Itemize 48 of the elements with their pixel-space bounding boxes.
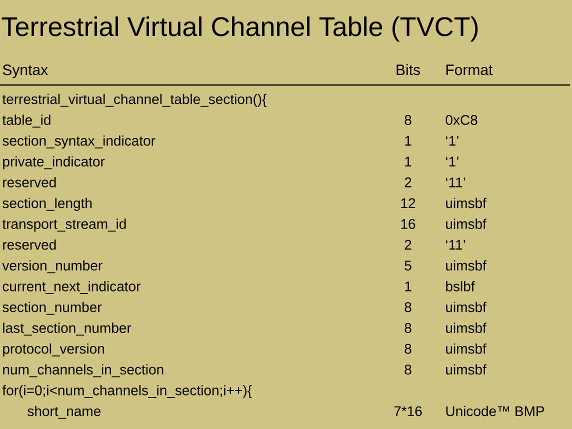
syntax-text: section_length bbox=[2, 198, 92, 211]
title: Terrestrial Virtual Channel Table (TVCT) bbox=[2, 16, 478, 42]
format-value: uimsbf bbox=[446, 322, 486, 333]
bits-value: 8 bbox=[404, 115, 412, 125]
syntax-text: terrestrial_virtual_channel_table_section(){ bbox=[2, 94, 266, 107]
bits-value: 8 bbox=[404, 302, 412, 312]
bits-value: 12 bbox=[401, 198, 416, 208]
bits-value: 1 bbox=[405, 136, 412, 146]
format-value: uimsbf bbox=[446, 364, 486, 375]
column-header: Syntax bbox=[2, 64, 48, 78]
format-value: ‘1’ bbox=[446, 156, 458, 166]
bits-value: 5 bbox=[404, 260, 412, 271]
format-value: 0xC8 bbox=[446, 115, 478, 125]
format-value: bslbf bbox=[446, 281, 475, 292]
syntax-text: short_name bbox=[28, 406, 100, 419]
format-value: ‘11’ bbox=[446, 178, 466, 188]
bits-value: 2 bbox=[404, 177, 412, 188]
syntax-text: reserved bbox=[3, 239, 56, 250]
syntax-text: table_id bbox=[2, 114, 50, 128]
syntax-text: protocol_version bbox=[3, 343, 104, 356]
bits-value: 1 bbox=[405, 282, 412, 292]
bits-value: 8 bbox=[404, 323, 412, 333]
format-value: uimsbf bbox=[446, 218, 486, 229]
syntax-text: section_number bbox=[2, 302, 102, 315]
bits-value: 1 bbox=[405, 156, 412, 166]
format-value: uimsbf bbox=[446, 302, 486, 312]
format-value: ‘11’ bbox=[446, 240, 466, 250]
format-value: Unicode™ BMP bbox=[446, 406, 544, 416]
syntax-text: last_section_number bbox=[3, 322, 132, 336]
syntax-text: current_next_indicator bbox=[2, 281, 140, 294]
column-header: Format bbox=[446, 64, 493, 76]
column-header: Bits bbox=[396, 64, 420, 76]
bits-value: 8 bbox=[404, 344, 412, 354]
bits-value: 16 bbox=[401, 219, 416, 229]
format-value: uimsbf bbox=[446, 343, 486, 354]
format-value: ‘1’ bbox=[446, 136, 458, 146]
syntax-text: num_channels_in_section bbox=[3, 364, 164, 378]
syntax-text: private_indicator bbox=[3, 156, 105, 170]
syntax-text: version_number bbox=[2, 260, 102, 274]
syntax-text: section_syntax_indicator bbox=[2, 135, 156, 148]
bits-value: 8 bbox=[404, 364, 412, 375]
syntax-text: reserved bbox=[3, 177, 56, 188]
bits-value: 2 bbox=[404, 240, 412, 250]
bits-value: 7*16 bbox=[394, 406, 422, 416]
format-value: uimsbf bbox=[446, 198, 486, 208]
format-value: uimsbf bbox=[446, 260, 486, 271]
syntax-text: for(i=0;i<num_channels_in_section;i++){ bbox=[2, 385, 252, 398]
syntax-text: transport_stream_id bbox=[2, 218, 126, 232]
